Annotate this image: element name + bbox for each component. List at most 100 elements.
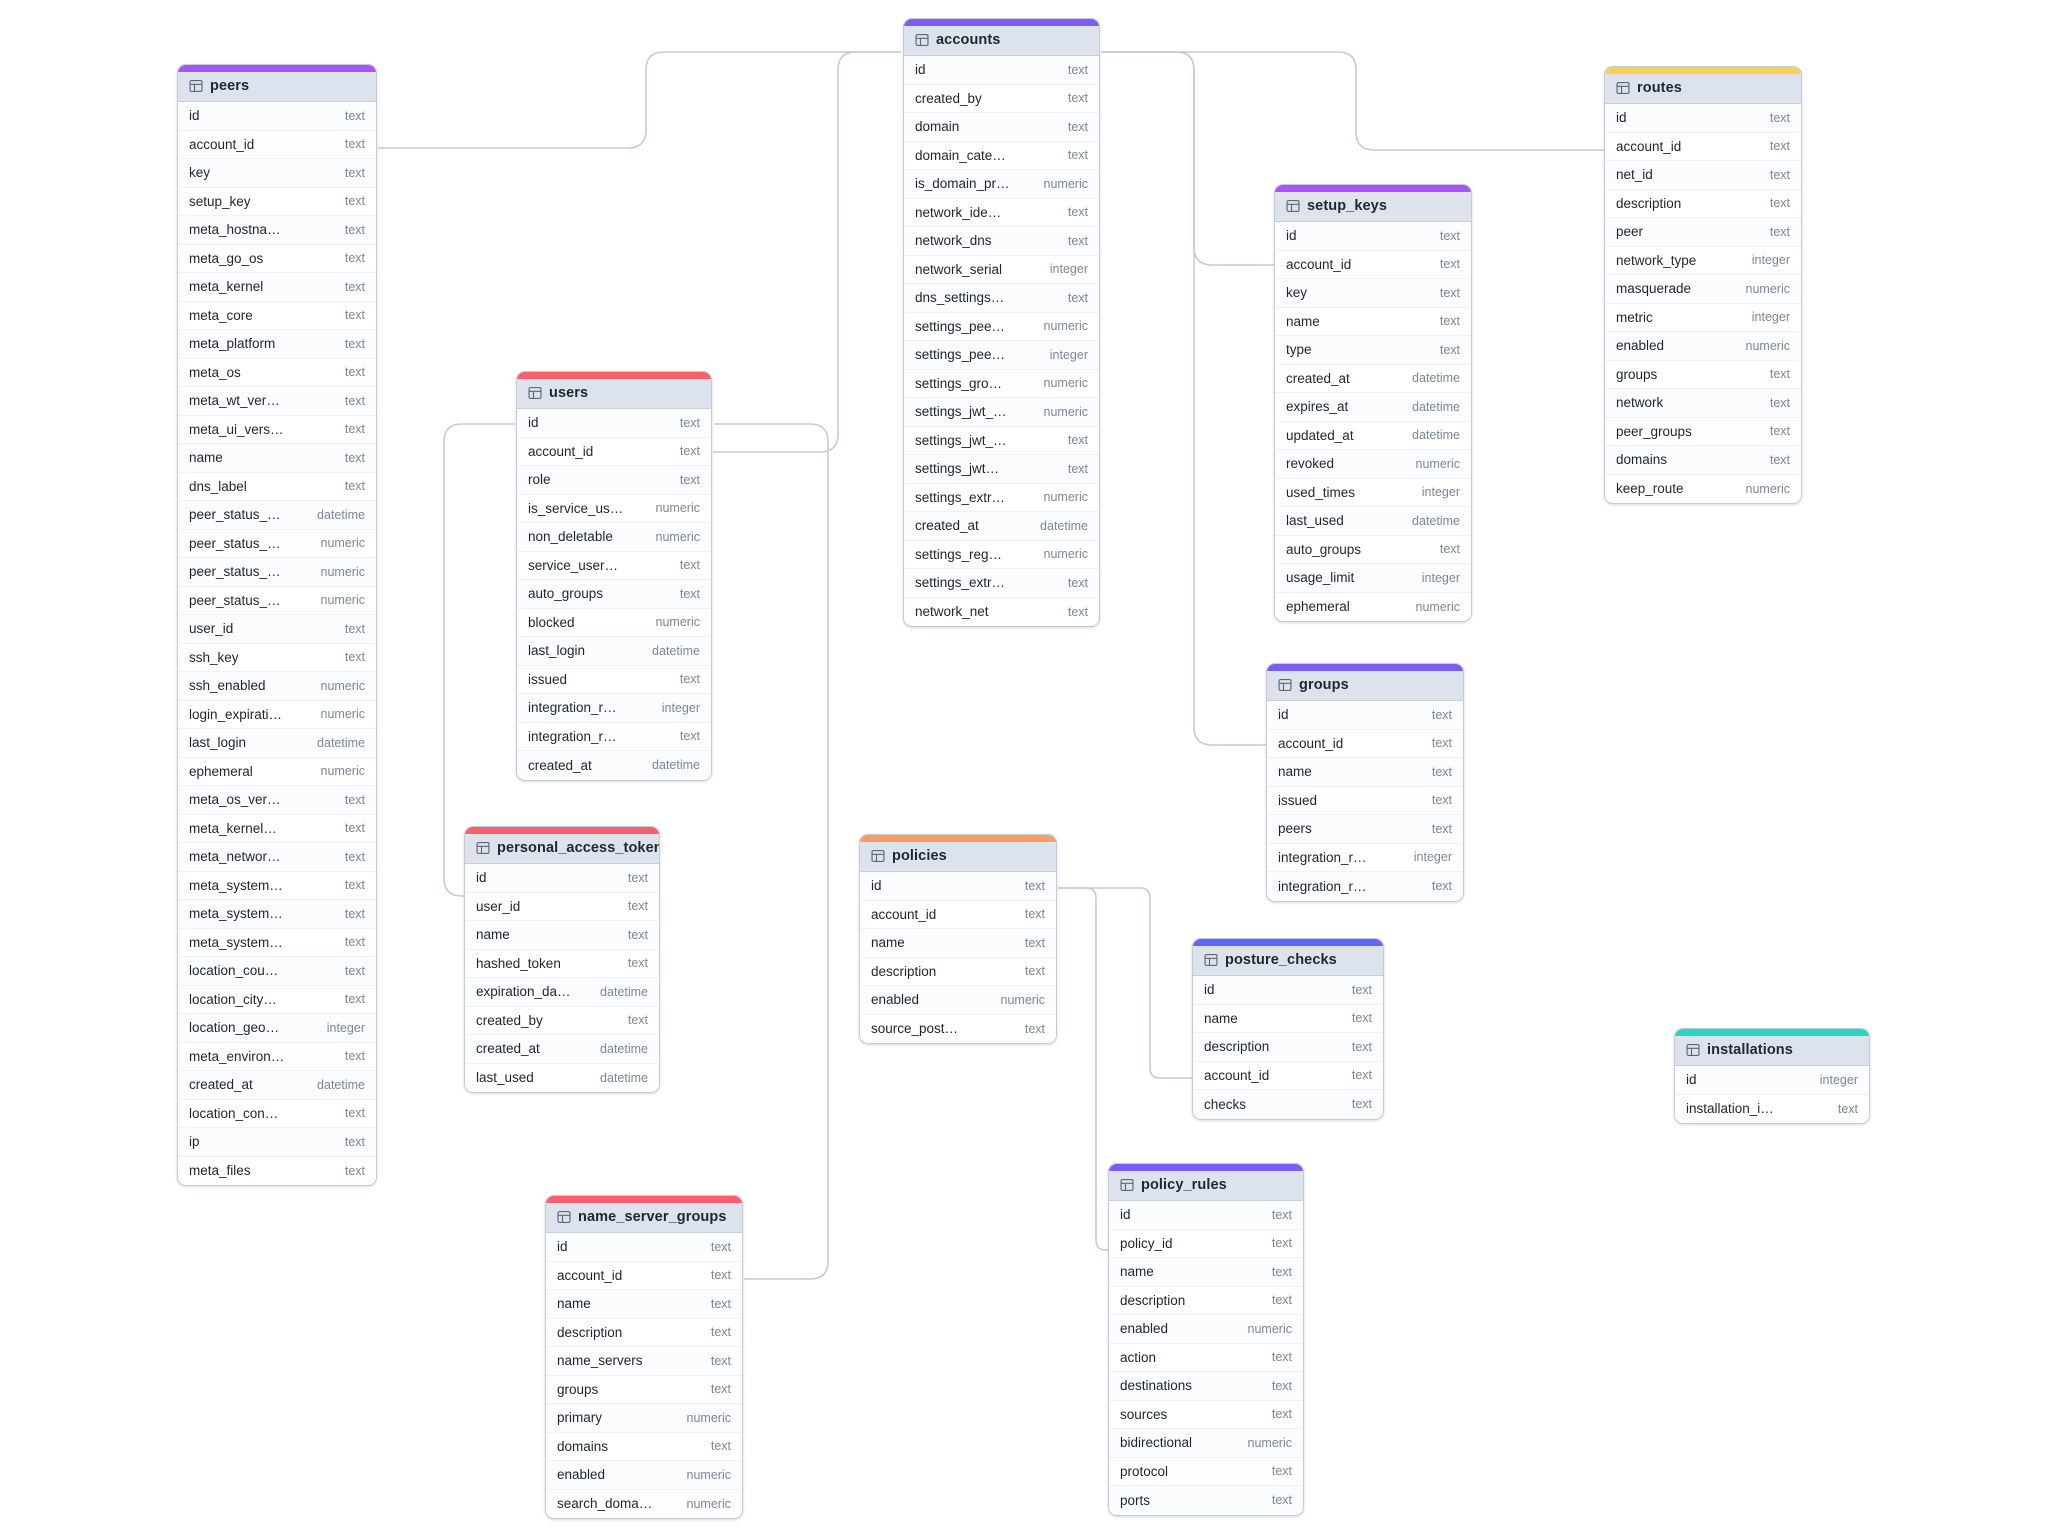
table-header-peers[interactable]: peers [178, 72, 376, 102]
field-row[interactable]: integration_r…text [1267, 872, 1463, 901]
field-row[interactable]: dns_settings…text [904, 284, 1099, 313]
field-row[interactable]: settings_extr…text [904, 569, 1099, 598]
field-row[interactable]: meta_networ…text [178, 843, 376, 872]
table-header-setup_keys[interactable]: setup_keys [1275, 192, 1471, 222]
field-row[interactable]: expiration_da…datetime [465, 978, 659, 1007]
field-row[interactable]: domain_cate…text [904, 141, 1099, 170]
field-row[interactable]: meta_environ…text [178, 1042, 376, 1071]
field-row[interactable]: settings_reg…numeric [904, 540, 1099, 569]
field-row[interactable]: settings_jwt…text [904, 455, 1099, 484]
field-row[interactable]: search_doma…numeric [546, 1489, 742, 1518]
field-row[interactable]: meta_system…text [178, 928, 376, 957]
field-row[interactable]: source_post…text [860, 1014, 1056, 1043]
field-row[interactable]: installation_i…text [1675, 1094, 1869, 1123]
table-header-accounts[interactable]: accounts [904, 26, 1099, 56]
field-row[interactable]: location_city…text [178, 985, 376, 1014]
field-row[interactable]: service_user…text [517, 551, 711, 580]
field-row[interactable]: login_expirati…numeric [178, 700, 376, 729]
field-row[interactable]: settings_gro…numeric [904, 369, 1099, 398]
field-row[interactable]: settings_jwt_…text [904, 426, 1099, 455]
field-row[interactable]: is_domain_pr…numeric [904, 170, 1099, 199]
field-row[interactable]: peer_status_…numeric [178, 586, 376, 615]
field-row[interactable]: integration_r…integer [1267, 843, 1463, 872]
table-header-groups[interactable]: groups [1267, 671, 1463, 701]
table-header-posture_checks[interactable]: posture_checks [1193, 946, 1383, 976]
table-header-routes[interactable]: routes [1605, 74, 1801, 104]
field-row[interactable]: meta_os_ver…text [178, 786, 376, 815]
field-row[interactable]: settings_pee…numeric [904, 312, 1099, 341]
field-row[interactable]: peer_status_…datetime [178, 501, 376, 530]
